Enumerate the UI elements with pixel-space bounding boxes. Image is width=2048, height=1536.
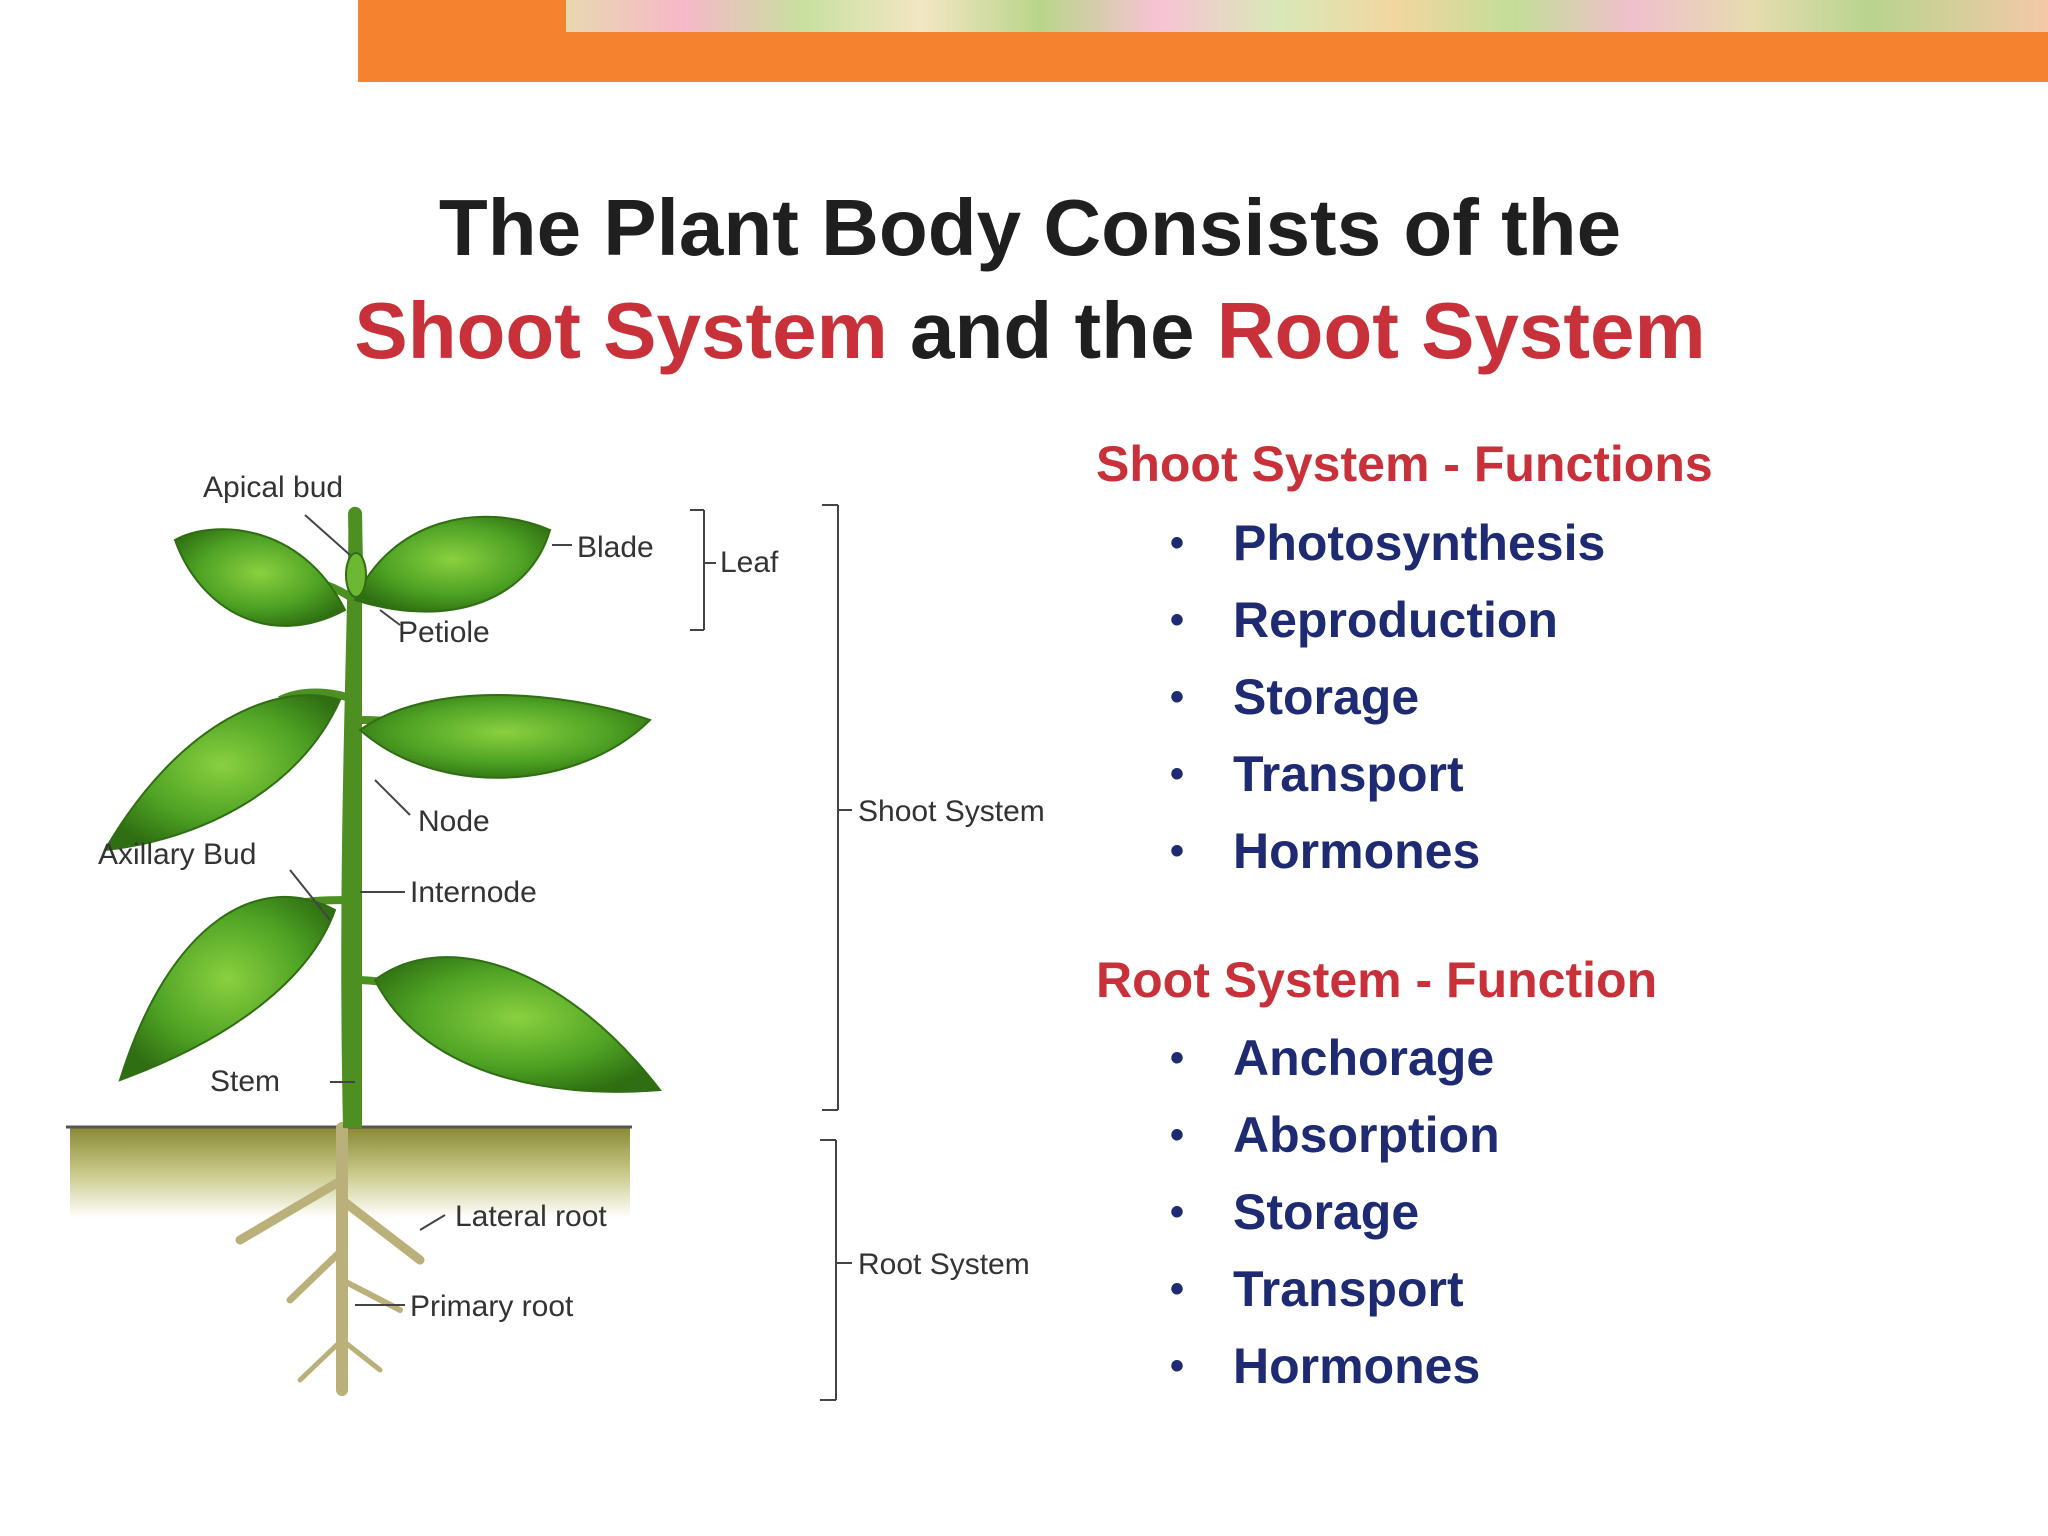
list-item: •Hormones bbox=[1170, 1338, 1481, 1394]
shoot-functions-heading: Shoot System - Functions bbox=[1096, 436, 1713, 492]
list-item: •Photosynthesis bbox=[1170, 515, 1606, 571]
label-node: Node bbox=[418, 805, 490, 838]
root-functions-list: •Anchorage •Absorption •Storage •Transpo… bbox=[1170, 1020, 1500, 1405]
label-stem: Stem bbox=[210, 1065, 281, 1098]
list-item: •Anchorage bbox=[1170, 1030, 1495, 1086]
label-primary-root: Primary root bbox=[410, 1290, 574, 1323]
label-blade: Blade bbox=[577, 531, 654, 564]
label-leaf: Leaf bbox=[720, 546, 779, 579]
apical-bud bbox=[345, 552, 367, 598]
label-lateral-root: Lateral root bbox=[455, 1200, 607, 1233]
label-axillary-bud: Axillary Bud bbox=[98, 838, 257, 871]
list-item: •Storage bbox=[1170, 669, 1420, 725]
label-shoot-system: Shoot System bbox=[858, 795, 1045, 828]
shoot-functions-list: •Photosynthesis •Reproduction •Storage •… bbox=[1170, 505, 1605, 890]
diagram-title-line2: Shoot System and the Root System bbox=[0, 285, 2048, 377]
title-and-the: and the bbox=[910, 286, 1195, 375]
list-item: •Hormones bbox=[1170, 823, 1481, 879]
root-structure bbox=[235, 1122, 425, 1396]
floral-decoration-strip bbox=[566, 0, 2048, 32]
leaves bbox=[103, 515, 662, 1093]
list-item: •Transport bbox=[1170, 1261, 1464, 1317]
plant-illustration bbox=[66, 504, 852, 1401]
label-petiole: Petiole bbox=[398, 616, 490, 649]
title-root-system: Root System bbox=[1216, 286, 1706, 375]
root-functions-heading: Root System - Function bbox=[1096, 952, 1658, 1008]
title-shoot-system: Shoot System bbox=[354, 286, 888, 375]
list-item: •Transport bbox=[1170, 746, 1464, 802]
list-item: •Absorption bbox=[1170, 1107, 1500, 1163]
label-internode: Internode bbox=[410, 876, 537, 909]
label-root-system: Root System bbox=[858, 1248, 1030, 1281]
diagram-title-line1: The Plant Body Consists of the bbox=[438, 183, 1622, 272]
label-apical-bud: Apical bud bbox=[203, 471, 344, 504]
header-banner bbox=[358, 0, 2048, 82]
list-item: •Storage bbox=[1170, 1184, 1420, 1240]
list-item: •Reproduction bbox=[1170, 592, 1558, 648]
